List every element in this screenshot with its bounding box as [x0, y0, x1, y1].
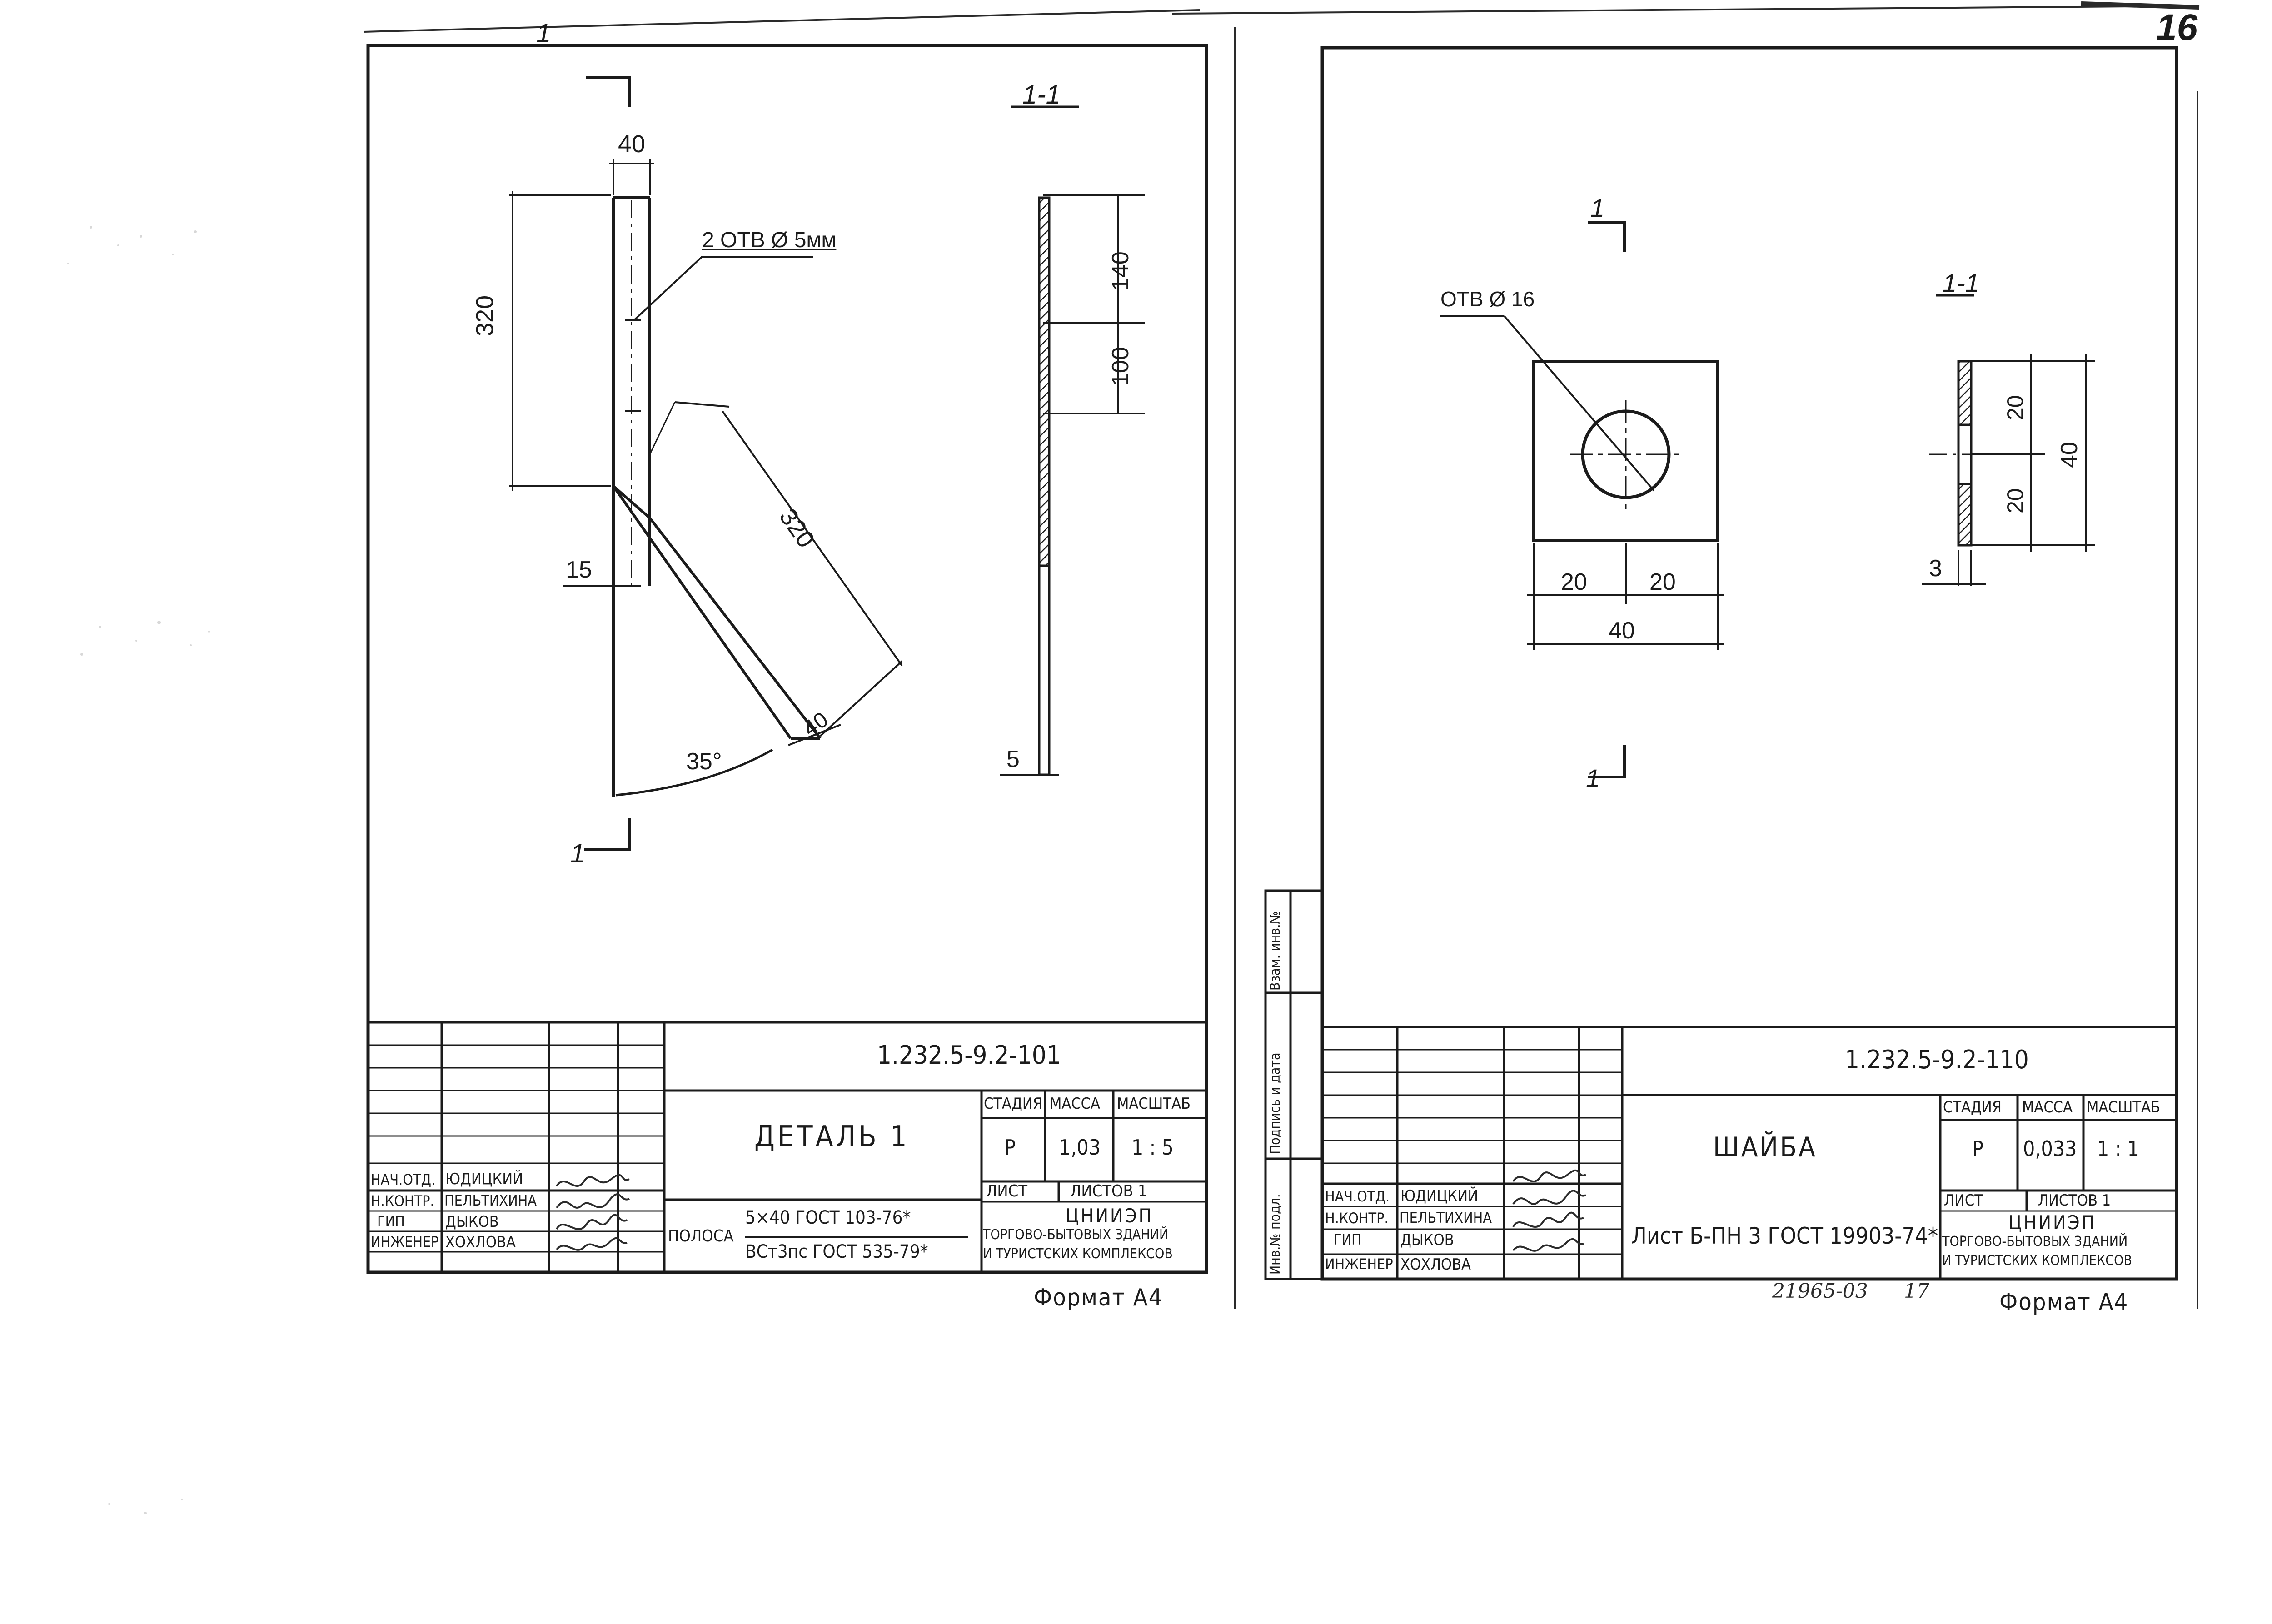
right-role-2: Н.КОНТР. [1325, 1210, 1389, 1227]
left-sheets-label: ЛИСТОВ 1 [1070, 1182, 1147, 1201]
left-material-prefix: ПОЛОСА [668, 1227, 734, 1245]
right-header-scale: МАСШТАБ [2087, 1098, 2160, 1116]
right-header-mass: МАССА [2022, 1098, 2073, 1116]
left-cut-mark-top: 1 [536, 19, 551, 48]
right-doc-code: 1.232.5-9.2-110 [1845, 1045, 2029, 1075]
left-name-1: ЮДИЦКИЙ [445, 1170, 523, 1188]
right-format: Формат А4 [1999, 1289, 2129, 1316]
dim-width-top: 40 [618, 130, 646, 158]
left-org-line2: ТОРГОВО-БЫТОВЫХ ЗДАНИЙ [983, 1227, 1169, 1243]
stamp-inv-podl: Инв.№ подл. [1267, 1194, 1283, 1275]
right-header-stage: СТАДИЯ [1943, 1098, 2002, 1116]
right-name-4: ХОХЛОВА [1400, 1255, 1471, 1274]
left-section-label: 1-1 [1022, 80, 1061, 110]
left-name-4: ХОХЛОВА [445, 1233, 516, 1251]
left-title-block-grid [368, 1021, 1206, 1272]
hole-note: ОТВ Ø 16 [1440, 287, 1535, 311]
dim-sec-total-right: 40 [2056, 442, 2083, 468]
page-number: 16 [2156, 7, 2198, 48]
left-header-mass: МАССА [1050, 1095, 1100, 1113]
left-material-top: 5×40 ГОСТ 103-76* [745, 1207, 911, 1228]
left-cut-marks [584, 76, 631, 851]
left-name-3: ДЫКОВ [445, 1213, 499, 1231]
right-name-1: ЮДИЦКИЙ [1400, 1187, 1479, 1205]
dim-sec-thick-right: 3 [1929, 555, 1942, 582]
left-dimensions [509, 159, 903, 797]
left-sheet-label: ЛИСТ [986, 1182, 1027, 1201]
left-sheet [366, 44, 1208, 1274]
left-stage: Р [1004, 1135, 1016, 1160]
scan-noise [67, 226, 210, 1514]
right-material: Лист Б-ПН 3 ГОСТ 19903-74* [1631, 1223, 1938, 1249]
dim-angle: 35° [686, 748, 722, 775]
right-org-line2: ТОРГОВО-БЫТОВЫХ ЗДАНИЙ [1942, 1234, 2128, 1250]
left-name-2: ПЕЛЬТИХИНА [444, 1192, 537, 1209]
right-side-stamp-grid [1264, 889, 1324, 1280]
left-format: Формат А4 [1034, 1284, 1163, 1311]
right-role-3: ГИП [1334, 1231, 1361, 1248]
right-section-label: 1-1 [1943, 269, 1979, 297]
scan-edges [363, 1, 2200, 1309]
right-role-4: ИНЖЕНЕР [1325, 1255, 1393, 1273]
dim-sec-thick: 5 [1006, 746, 1020, 772]
left-material-bottom: ВСт3пс ГОСТ 535-79* [745, 1241, 928, 1262]
dim-height-left: 320 [471, 295, 498, 336]
right-org-line1: ЦНИИЭП [2008, 1211, 2097, 1234]
left-role-4: ИНЖЕНЕР [371, 1233, 439, 1250]
left-role-3: ГИП [377, 1213, 405, 1230]
right-frame [1320, 46, 2178, 1281]
left-scale: 1 : 5 [1131, 1135, 1174, 1160]
right-cut-mark-bottom: 1 [1586, 764, 1600, 792]
right-scale: 1 : 1 [2097, 1136, 2139, 1161]
right-sheet-label: ЛИСТ [1944, 1191, 1983, 1210]
left-mass: 1,03 [1059, 1135, 1101, 1160]
dim-half-left: 20 [1561, 569, 1587, 595]
left-role-1: НАЧ.ОТД. [371, 1171, 436, 1188]
stamp-vzam-inv: Взам. инв.№ [1267, 911, 1283, 991]
right-role-1: НАЧ.ОТД. [1325, 1188, 1390, 1205]
right-section-view [1922, 354, 2095, 586]
dim-half-right: 20 [1649, 569, 1676, 595]
right-cut-marks [1588, 221, 1974, 778]
dim-sec-top: 140 [1107, 251, 1134, 291]
right-name-3: ДЫКОВ [1400, 1231, 1454, 1249]
dim-sec-top-right: 20 [2003, 395, 2028, 420]
right-signatures [1512, 1169, 1586, 1252]
dim-sec-bottom-right: 20 [2003, 488, 2028, 513]
right-org-line3: И ТУРИСТСКИХ КОМПЛЕКСОВ [1942, 1253, 2132, 1269]
bottom-code: 21965-03 [1772, 1280, 1868, 1303]
right-name-2: ПЕЛЬТИХИНА [1400, 1209, 1492, 1226]
stamp-signature-date: Подпись и дата [1267, 1052, 1283, 1154]
washer-plan [1532, 360, 1719, 542]
left-doc-code: 1.232.5-9.2-101 [877, 1041, 1061, 1070]
left-cut-mark-bottom: 1 [570, 839, 585, 868]
left-role-2: Н.КОНТР. [371, 1192, 434, 1210]
right-title-block-grid [1322, 1026, 2177, 1279]
dim-offset: 15 [566, 557, 592, 583]
bottom-code-num: 17 [1904, 1280, 1929, 1303]
right-cut-mark-top: 1 [1590, 194, 1605, 222]
right-mass: 0,033 [2023, 1136, 2077, 1161]
dim-width: 40 [1609, 618, 1635, 644]
left-org-line1: ЦНИИЭП [1066, 1205, 1154, 1227]
left-org-line3: И ТУРИСТСКИХ КОМПЛЕКСОВ [983, 1246, 1173, 1262]
dim-sec-mid: 100 [1107, 347, 1134, 386]
left-part-name: ДЕТАЛЬ 1 [754, 1120, 910, 1154]
strip-detail [612, 196, 822, 797]
right-dimensions [1440, 315, 1724, 650]
left-header-scale: МАСШТАБ [1117, 1095, 1191, 1113]
right-sheet [1264, 46, 2178, 1281]
right-stage: Р [1972, 1136, 1983, 1161]
left-section-view [1000, 105, 1145, 776]
left-signatures [556, 1174, 630, 1251]
left-header-stage: СТАДИЯ [984, 1095, 1042, 1113]
right-sheets-label: ЛИСТОВ 1 [2038, 1191, 2111, 1210]
holes-note: 2 ОТВ Ø 5мм [702, 228, 837, 252]
right-part-name: ШАЙБА [1713, 1131, 1817, 1163]
left-frame [366, 44, 1208, 1274]
